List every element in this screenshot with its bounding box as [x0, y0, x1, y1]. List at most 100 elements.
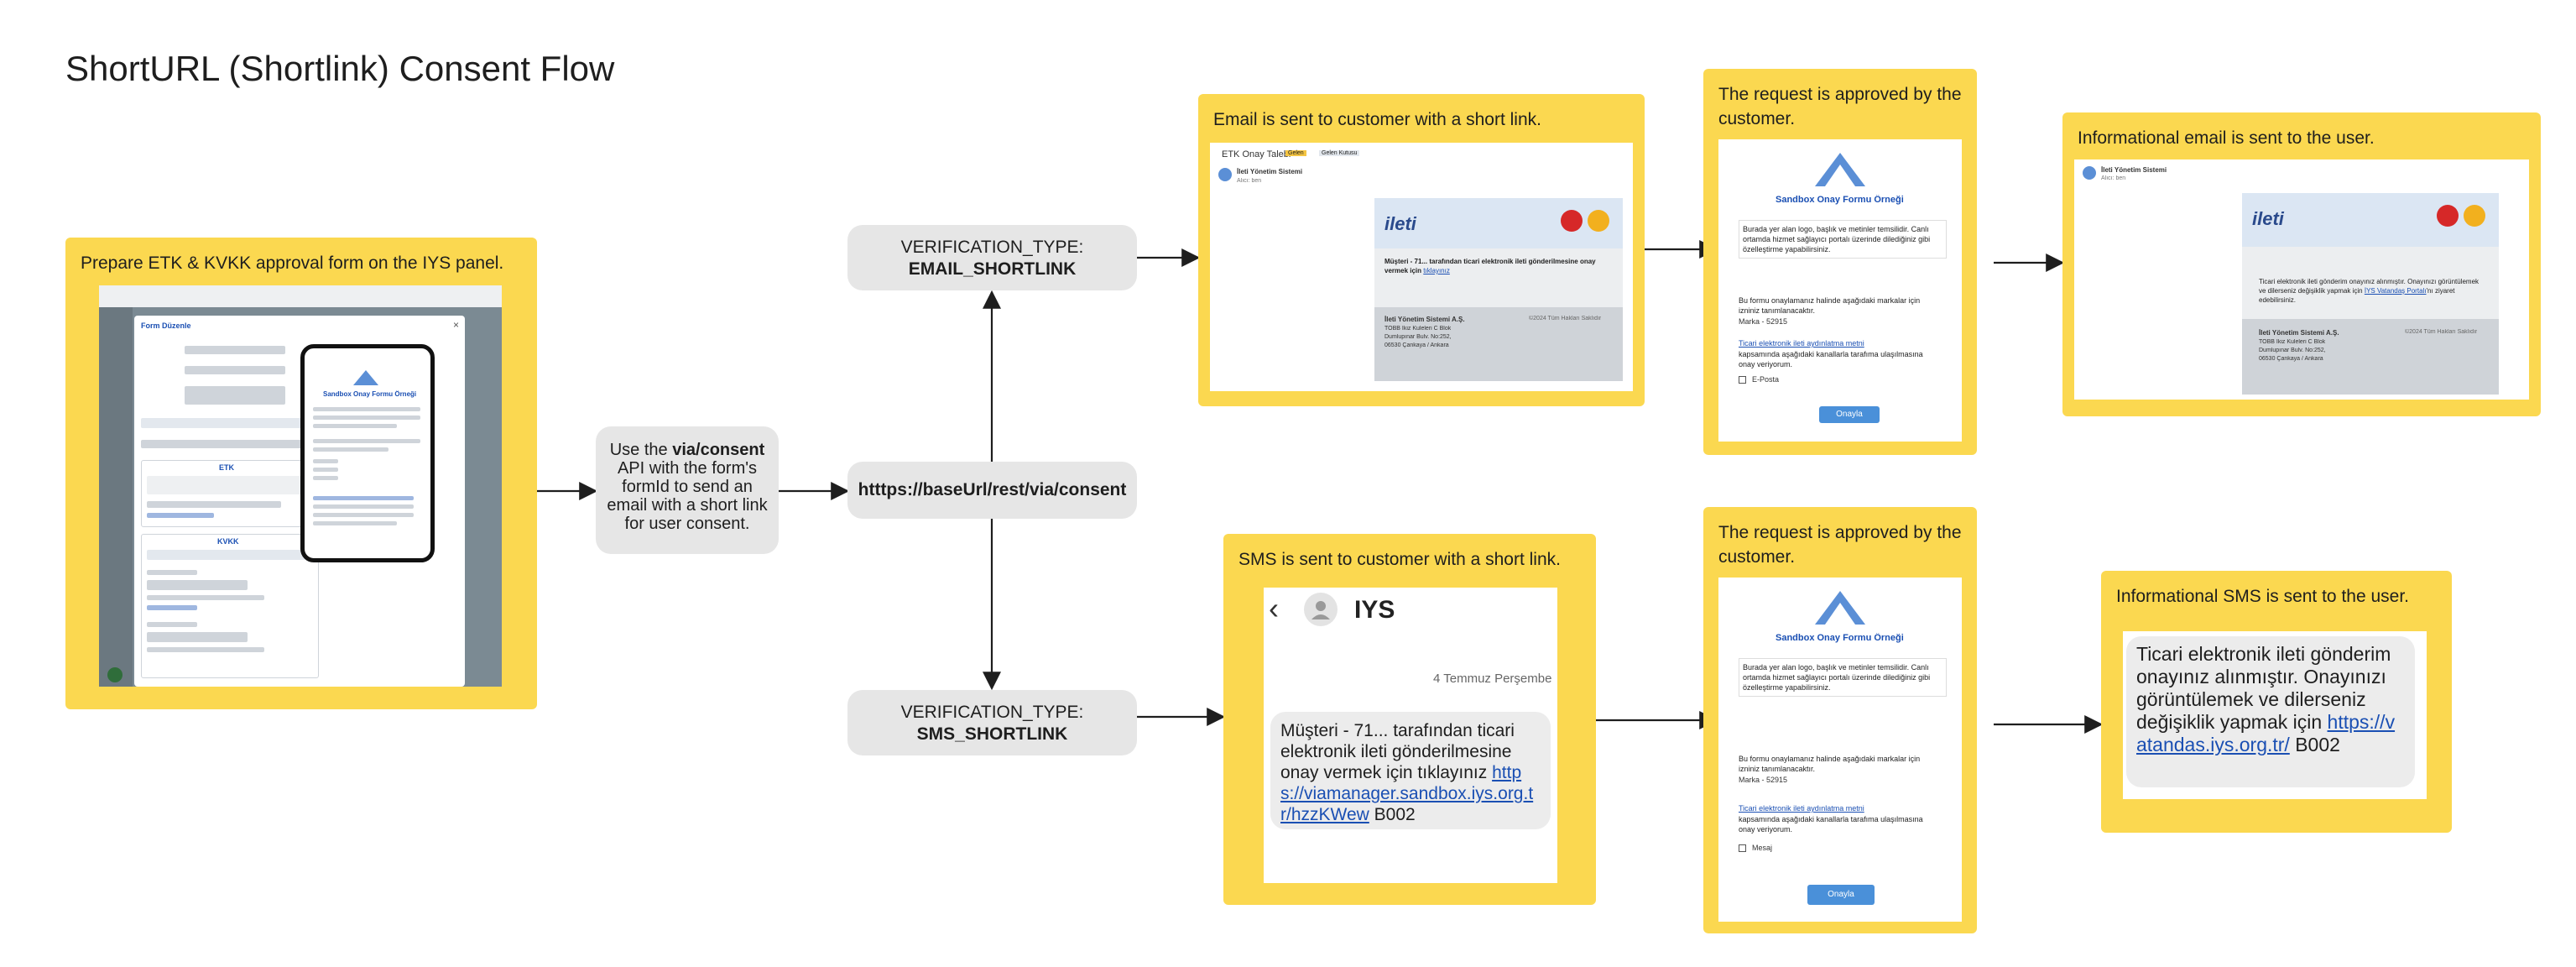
info-email-text: Ticari elektronik ileti gönderim onayını…: [2259, 278, 2480, 295]
sms-info-label: Informational SMS is sent to the user.: [2116, 587, 2410, 606]
sms-verification-type: VERIFICATION_TYPE: SMS_SHORTLINK: [847, 690, 1137, 755]
sms-type-value: SMS_SHORTLINK: [916, 724, 1068, 744]
footer-address-1: TOBB İkiz Kuleleri C Blok: [1384, 326, 1452, 332]
info-email-message: Ticari elektronik ileti gönderim onayını…: [2259, 277, 2485, 305]
email-message-text: Müşteri - 71... tarafından ticari elektr…: [1384, 258, 1596, 274]
email-type-value: EMAIL_SHORTLINK: [908, 259, 1077, 279]
info-sms-link[interactable]: https://vatandas.iys.org.tr/: [2136, 711, 2396, 755]
sms-info-note: Informational SMS is sent to the user. T…: [2101, 571, 2452, 833]
info-email-footer: İleti Yönetim Sistemi A.Ş. TOBB İkiz Kul…: [2242, 319, 2499, 395]
info-footer-copyright: ©2024 Tüm Hakları Saklıdır: [2405, 329, 2478, 335]
footer-copyright: ©2024 Tüm Hakları Saklıdır: [1529, 316, 1602, 321]
footer-company: İleti Yönetim Sistemi A.Ş.: [1384, 316, 1465, 323]
citizen-portal-link[interactable]: İYS Vatandaş Portalı: [2364, 287, 2427, 295]
email-approval-form-screenshot: Sandbox Onay Formu Örneği Burada yer ala…: [1718, 139, 1962, 442]
etk-section-title: ETK: [219, 463, 234, 472]
sms-approval-form-intro: Burada yer alan logo, başlık ve metinler…: [1739, 658, 1947, 697]
email-recipient: Alıcı: ben: [1237, 178, 1262, 184]
sms-screenshot: ‹ IYS 4 Temmuz Perşembe Müşteri - 71... …: [1264, 588, 1557, 883]
approval-info-link[interactable]: Ticari elektronik ileti aydınlatma metni: [1739, 339, 1864, 348]
email-body-card: ileti Müşteri - 71... tarafından ticari …: [1374, 198, 1623, 381]
sms-approval-consent-text: Bu formu onaylamanız halinde aşağıdaki m…: [1739, 755, 1921, 773]
info-footer-address-3: 06530 Çankaya / Ankara: [2259, 356, 2323, 362]
sms-approve-button[interactable]: Onayla: [1807, 885, 1875, 905]
approve-button[interactable]: Onayla: [1819, 406, 1880, 423]
api-note-suffix: API with the form's formId to send an em…: [607, 459, 768, 533]
endpoint-url: htttps://baseUrl/rest/via/consent: [858, 480, 1127, 499]
prepare-form-note: Prepare ETK & KVKK approval form on the …: [65, 238, 537, 709]
etk-section: ETK: [141, 460, 319, 527]
sms-approval-form-title: Sandbox Onay Formu Örneği: [1776, 633, 1904, 643]
sms-sender-name: IYS: [1354, 596, 1395, 624]
email-tag-inbox: Gelen: [1285, 150, 1306, 156]
info-email-card: ileti Ticari elektronik ileti gönderim o…: [2242, 193, 2499, 395]
sms-approval-info-link[interactable]: Ticari elektronik ileti aydınlatma metni: [1739, 804, 1864, 813]
sms-approved-label: The request is approved by the customer.: [1718, 523, 1962, 567]
sidebar-panel: [99, 307, 133, 687]
email-channel-label: E-Posta: [1752, 375, 1780, 384]
prepare-form-label: Prepare ETK & KVKK approval form on the …: [81, 254, 504, 273]
email-type-key: VERIFICATION_TYPE:: [900, 238, 1084, 257]
email-approved-label: The request is approved by the customer.: [1718, 85, 1962, 128]
email-message: Müşteri - 71... tarafından ticari elektr…: [1384, 257, 1611, 275]
phone-form-title: Sandbox Onay Formu Örneği: [323, 390, 417, 398]
kvkk-section: KVKK: [141, 534, 319, 678]
info-emblem-icon: [2464, 205, 2485, 227]
footer-address-3: 06530 Çankaya / Ankara: [1384, 342, 1449, 348]
email-tag-folder: Gelen Kutusu: [1319, 150, 1360, 156]
email-verification-type: VERIFICATION_TYPE: EMAIL_SHORTLINK: [847, 225, 1137, 290]
email-channel-checkbox[interactable]: [1739, 376, 1746, 384]
info-footer-address-2: Dumlupınar Bulv. No:252,: [2259, 348, 2326, 353]
approval-form-title: Sandbox Onay Formu Örneği: [1776, 195, 1904, 205]
form-logo-icon: [1815, 153, 1865, 191]
sms-date: 4 Temmuz Perşembe: [1433, 672, 1552, 686]
sms-approval-form-screenshot: Sandbox Onay Formu Örneği Burada yer ala…: [1718, 578, 1962, 922]
back-arrow-icon[interactable]: ‹: [1269, 591, 1279, 625]
info-footer-address-1: TOBB İkiz Kuleleri C Blok: [2259, 339, 2326, 345]
seal-icon: [1561, 210, 1583, 232]
page-title: ShortURL (Shortlink) Consent Flow: [65, 49, 615, 88]
footer-address-2: Dumlupınar Bulv. No:252,: [1384, 334, 1452, 340]
phone-logo-icon: [353, 370, 378, 385]
api-instruction-note: Use the via/consent API with the form's …: [596, 426, 779, 554]
email-info-note: Informational email is sent to the user.…: [2062, 112, 2541, 416]
edit-icon[interactable]: [107, 667, 123, 682]
sms-short-link[interactable]: https://viamanager.sandbox.iys.org.tr/hz…: [1280, 763, 1534, 824]
info-sms-bubble: Ticari elektronik ileti gönderim onayını…: [2126, 636, 2415, 787]
sms-approval-after-link: kapsamında aşağıdaki kanallarla tarafıma…: [1739, 815, 1923, 834]
sms-approved-note: The request is approved by the customer.…: [1703, 507, 1977, 933]
sms-message-tail: B002: [1369, 805, 1416, 824]
email-subject: ETK Onay Talebi: [1222, 149, 1291, 159]
emblem-icon: [1588, 210, 1609, 232]
email-info-label: Informational email is sent to the user.: [2078, 128, 2375, 148]
info-email-screenshot: İleti Yönetim Sistemi Alıcı: ben ileti T…: [2074, 159, 2529, 400]
info-avatar: [2083, 166, 2096, 180]
form-modal-title: Form Düzenle: [141, 321, 191, 330]
phone-preview: Sandbox Onay Formu Örneği: [300, 344, 435, 562]
approval-after-link: kapsamında aşağıdaki kanallarla tarafıma…: [1739, 350, 1923, 369]
approval-consent-text: Bu formu onaylamanız halinde aşağıdaki m…: [1739, 296, 1921, 315]
info-email-tail: 'nı ziyaret edebilirsiniz.: [2259, 287, 2455, 304]
kvkk-section-title: KVKK: [217, 537, 239, 546]
email-sender: İleti Yönetim Sistemi: [1237, 168, 1303, 175]
info-email-recipient: Alıcı: ben: [2101, 175, 2126, 181]
endpoint-box: htttps://baseUrl/rest/via/consent: [847, 462, 1137, 519]
approval-brand: Marka - 52915: [1739, 317, 1788, 326]
sms-form-logo-icon: [1815, 591, 1865, 629]
info-ileti-logo: ileti: [2252, 208, 2284, 229]
approval-form-intro: Burada yer alan logo, başlık ve metinler…: [1739, 220, 1947, 259]
api-note-endpoint-name: via/consent: [672, 441, 765, 459]
api-note-prefix: Use the: [609, 441, 673, 459]
info-sms-text: Ticari elektronik ileti gönderim onayını…: [2136, 643, 2391, 733]
close-icon[interactable]: ×: [453, 319, 460, 331]
email-short-link[interactable]: tıklayınız: [1423, 267, 1450, 274]
avatar: [1218, 168, 1232, 181]
info-footer-company: İleti Yönetim Sistemi A.Ş.: [2259, 329, 2339, 337]
email-sent-note: Email is sent to customer with a short l…: [1198, 94, 1645, 406]
email-sent-label: Email is sent to customer with a short l…: [1213, 110, 1541, 129]
sms-channel-checkbox[interactable]: [1739, 844, 1746, 852]
sms-channel-label: Mesaj: [1752, 844, 1773, 852]
email-footer: İleti Yönetim Sistemi A.Ş. TOBB İkiz Kul…: [1374, 307, 1623, 381]
info-email-sender: İleti Yönetim Sistemi: [2101, 166, 2167, 174]
sms-type-key: VERIFICATION_TYPE:: [900, 703, 1084, 722]
